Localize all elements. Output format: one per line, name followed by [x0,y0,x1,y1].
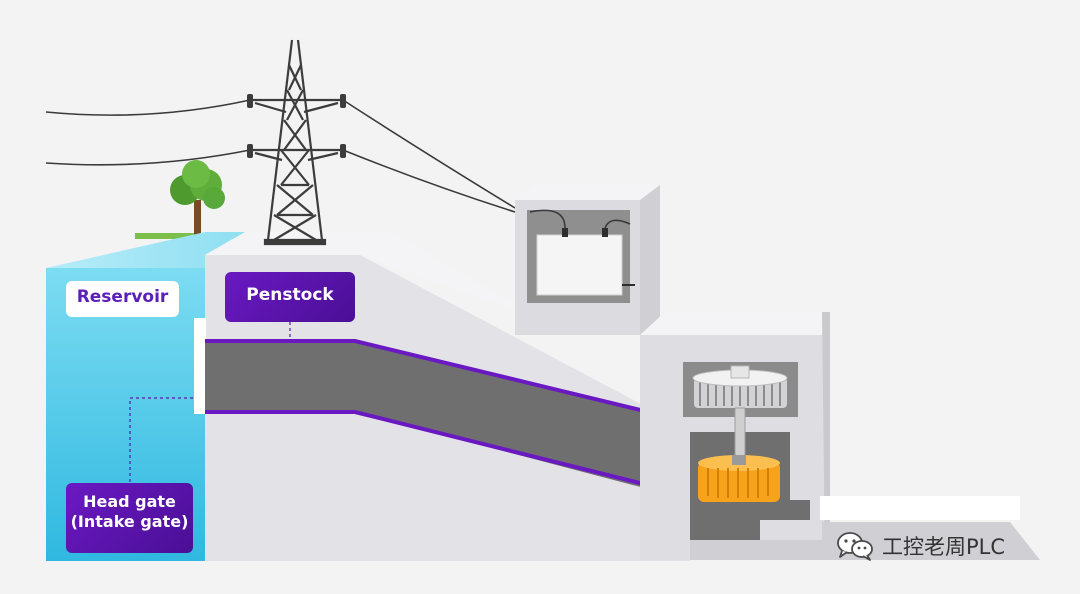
transmission-tower-icon [247,39,346,246]
leader-lines [129,322,291,483]
head-gate-label-line2: (Intake gate) [70,512,189,531]
head-gate-label-line1: Head gate [83,492,176,511]
reservoir-label: Reservoir [66,281,179,317]
watermark-text: 工控老周PLC [882,535,1006,559]
watermark: 工控老周PLC [836,527,1048,565]
penstock-label: Penstock [225,272,355,322]
turbine-icon [698,455,780,502]
wechat-icon [837,532,873,561]
generator-icon [692,365,788,459]
head-gate-label: Head gate (Intake gate) [66,483,193,553]
transformer-house [515,185,660,335]
tree-icon [135,160,245,239]
